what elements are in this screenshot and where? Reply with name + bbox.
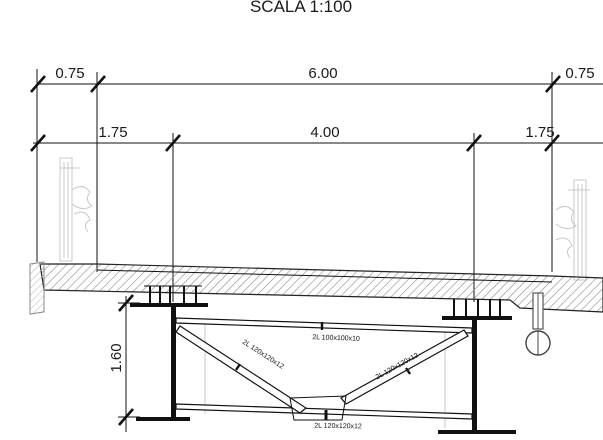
drain-pipe xyxy=(525,292,551,356)
left-railing xyxy=(59,157,93,262)
deck-slab xyxy=(29,261,603,315)
dim-right-cantilever: 0.75 xyxy=(565,65,594,82)
dim-girder-spacing: 4.00 xyxy=(310,124,339,141)
dimension-row-2: 1.75 4.00 1.75 xyxy=(30,124,603,302)
dim-deck-width: 6.00 xyxy=(308,65,337,82)
dimension-row-1: 0.75 6.00 0.75 xyxy=(30,65,603,272)
right-railing xyxy=(555,179,590,281)
label-top-chord: 2L 100x100x10 xyxy=(312,334,360,343)
dim-left-cantilever: 0.75 xyxy=(55,65,84,82)
label-diagonal-left: 2L 120x120x12 xyxy=(241,339,285,371)
shear-connectors-left xyxy=(144,285,202,304)
label-bottom-chord: 2L 120x120x12 xyxy=(314,423,362,431)
dim-left-offset: 1.75 xyxy=(98,124,127,141)
cross-frame xyxy=(175,317,473,421)
shear-connectors-right xyxy=(453,299,501,316)
dim-right-offset: 1.75 xyxy=(525,124,554,141)
dim-girder-height: 1.60 xyxy=(108,343,125,372)
drawing-title: SCALA 1:100 xyxy=(250,0,352,16)
left-girder xyxy=(130,303,208,421)
dimension-girder-height: 1.60 xyxy=(108,294,140,432)
